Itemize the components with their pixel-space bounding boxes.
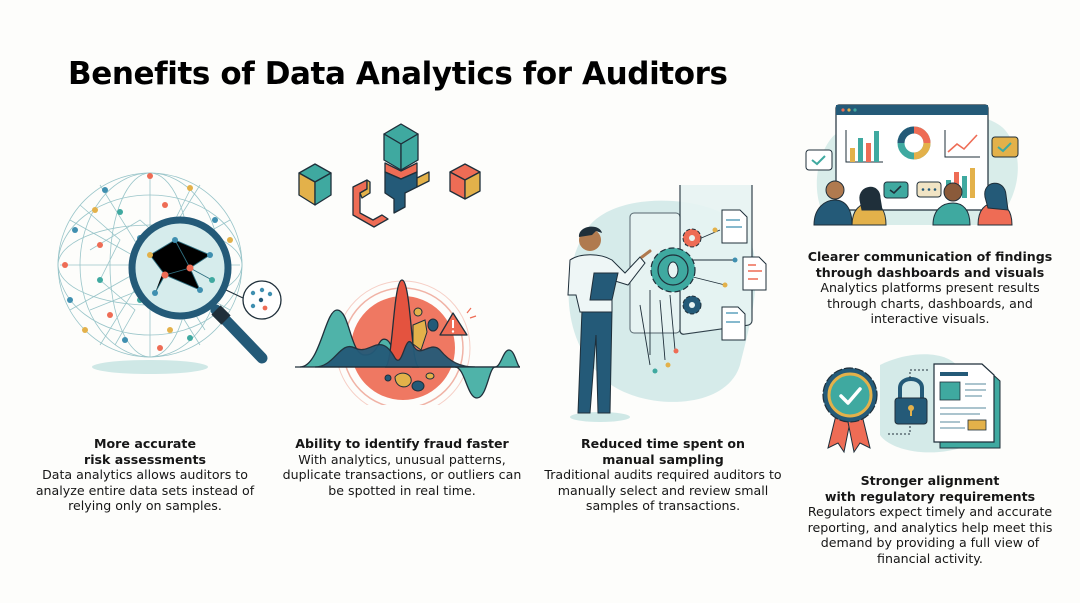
benefit-card-manual-sampling: Reduced time spent on manual sampling Tr… xyxy=(528,436,798,514)
benefit-card-dashboards: Clearer communication of findings throug… xyxy=(780,249,1080,327)
benefit-description: Analytics platforms present results thro… xyxy=(820,280,1040,327)
benefit-card-regulatory: Stronger alignment with regulatory requi… xyxy=(780,473,1080,567)
benefit-heading: Ability to identify fraud faster xyxy=(295,436,509,451)
data-blocks-icon xyxy=(298,123,481,228)
benefit-heading: Clearer communication of findings throug… xyxy=(807,249,1053,280)
bar-chart xyxy=(845,130,883,163)
donut-chart xyxy=(897,126,931,160)
person-automation-screen-icon xyxy=(567,185,767,422)
benefit-card-fraud-detection: Ability to identify fraud faster With an… xyxy=(262,436,542,498)
line-chart xyxy=(944,130,980,158)
magnifier-over-network-sphere-icon xyxy=(57,172,282,374)
benefit-description: Traditional audits required auditors to … xyxy=(544,467,782,514)
team-dashboard-icon xyxy=(805,104,1019,226)
badge-lock-document-icon xyxy=(822,354,1001,454)
benefit-heading: Stronger alignment with regulatory requi… xyxy=(824,473,1036,504)
benefit-heading: Reduced time spent on manual sampling xyxy=(580,436,746,467)
benefit-description: With analytics, unusual patterns, duplic… xyxy=(282,451,522,498)
benefit-description: Data analytics allows auditors to analyz… xyxy=(35,467,255,514)
benefit-card-risk-assessment: More accurate risk assessments Data anal… xyxy=(15,436,275,514)
gear-icon xyxy=(650,228,702,315)
benefit-heading: More accurate risk assessments xyxy=(84,436,206,467)
benefit-description: Regulators expect timely and accurate re… xyxy=(807,504,1053,566)
page-title: Benefits of Data Analytics for Auditors xyxy=(68,56,728,92)
anomaly-wave-warning-icon xyxy=(295,279,520,405)
